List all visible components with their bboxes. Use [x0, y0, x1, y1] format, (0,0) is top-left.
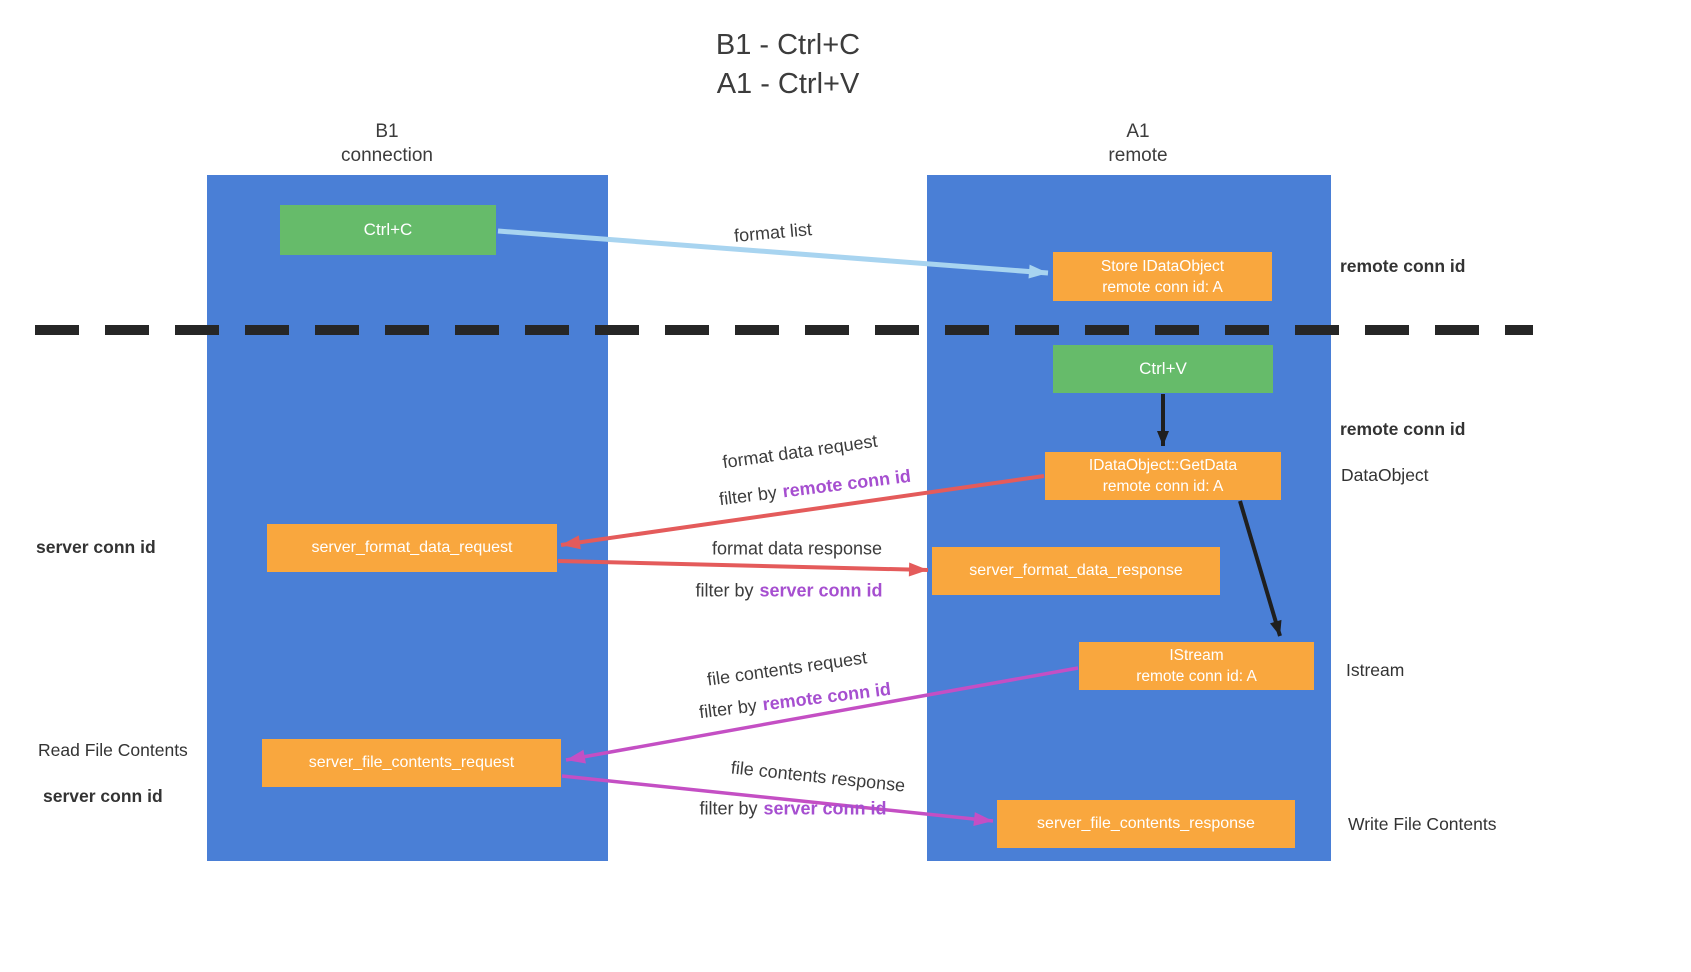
annotation-remote-conn-id-store: remote conn id [1340, 256, 1466, 276]
lane-a1-subtitle: remote [1108, 145, 1168, 166]
diagram-title: B1 - Ctrl+C A1 - Ctrl+V [598, 26, 978, 104]
server-conn-id-filter-text: server conn id [763, 798, 887, 819]
edge-label-format-data-response: format data response [711, 538, 883, 559]
filter-by-text: filter by [717, 482, 778, 510]
node-sfc-response-label: server_file_contents_response [1037, 815, 1255, 832]
node-server-format-data-response: server_format_data_response [932, 547, 1220, 595]
node-server-format-data-request: server_format_data_request [267, 524, 557, 572]
node-sfc-request-label: server_file_contents_request [308, 754, 515, 771]
lane-b1-name: B1 [375, 121, 399, 142]
lane-header-b1: B1 connection [277, 120, 497, 168]
node-ctrl-v-label: Ctrl+V [1139, 359, 1187, 378]
node-store-line1: Store IDataObject [1100, 257, 1225, 275]
format-data-response-arrow [557, 559, 929, 577]
node-ctrl-c: Ctrl+C [280, 205, 496, 255]
remote-conn-id-filter-text: remote conn id [761, 678, 892, 715]
node-store-idataobject: Store IDataObject remote conn id: A [1053, 252, 1272, 301]
annotation-server-conn-id-file: server conn id [43, 786, 163, 806]
node-store-line2: remote conn id: A [1102, 278, 1223, 296]
lane-b1-subtitle: connection [341, 145, 433, 166]
edge-label-file-contents-response: file contents response [729, 757, 907, 796]
annotation-dataobject: DataObject [1341, 465, 1429, 485]
annotation-write-file-contents: Write File Contents [1348, 814, 1497, 834]
remote-conn-id-filter-text: remote conn id [781, 465, 912, 502]
filter-by-text: filter by [699, 798, 758, 819]
node-ctrl-c-label: Ctrl+C [363, 220, 413, 239]
node-sfd-request-label: server_format_data_request [311, 539, 513, 556]
annotation-server-conn-id-format: server conn id [36, 537, 156, 557]
annotation-read-file-contents: Read File Contents [38, 740, 188, 760]
node-idataobject-getdata: IDataObject::GetData remote conn id: A [1045, 452, 1281, 500]
lane-a1-name: A1 [1126, 121, 1150, 142]
node-ctrl-v: Ctrl+V [1053, 345, 1273, 393]
node-getdata-line2: remote conn id: A [1102, 478, 1224, 495]
title-line-1: B1 - Ctrl+C [715, 29, 861, 61]
annotation-remote-conn-id-getdata: remote conn id [1340, 419, 1466, 439]
node-getdata-line1: IDataObject::GetData [1088, 457, 1238, 474]
node-server-file-contents-response: server_file_contents_response [997, 800, 1295, 848]
edge-label-format-list: format list [733, 219, 813, 246]
node-server-file-contents-request: server_file_contents_request [262, 739, 561, 787]
edge-label-format-data-request: format data request [721, 430, 879, 473]
node-istream: IStream remote conn id: A [1079, 642, 1314, 690]
node-istream-line2: remote conn id: A [1136, 668, 1257, 685]
node-sfd-response-label: server_format_data_response [969, 562, 1183, 579]
filter-by-text: filter by [697, 695, 758, 723]
node-istream-line1: IStream [1169, 647, 1224, 664]
filter-by-text: filter by [695, 580, 754, 601]
title-line-2: A1 - Ctrl+V [716, 68, 860, 100]
lane-header-a1: A1 remote [1028, 120, 1248, 168]
annotation-istream: Istream [1346, 660, 1405, 680]
server-conn-id-filter-text: server conn id [759, 580, 883, 601]
